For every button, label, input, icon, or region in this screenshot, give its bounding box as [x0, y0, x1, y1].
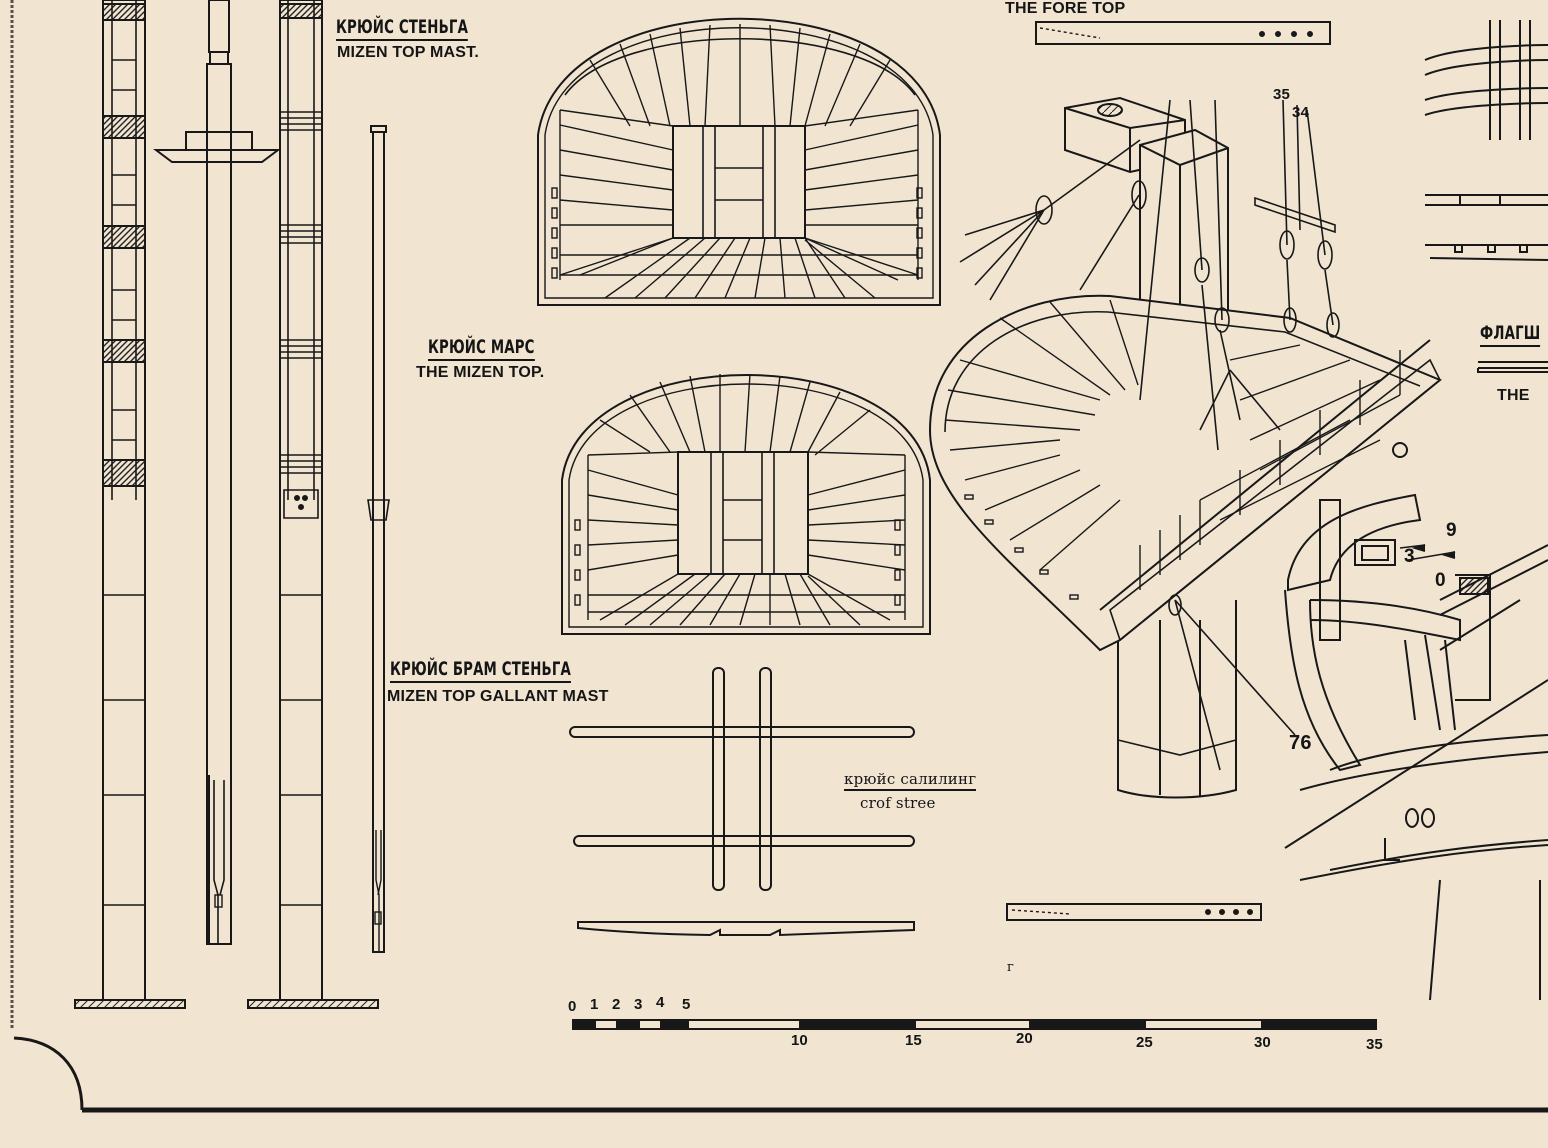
- fore-top-bar-lower: [1006, 903, 1262, 921]
- mizen-top-mast-drawing: [74, 0, 186, 1009]
- scale-tick-30: 30: [1254, 1034, 1271, 1051]
- top-gallant-mast-drawing: [367, 125, 390, 953]
- callout-0: 0: [1435, 570, 1446, 591]
- callout-34: 34: [1292, 104, 1310, 121]
- scale-tick-2: 2: [612, 996, 621, 1013]
- scale-tick-20: 20: [1016, 1030, 1033, 1047]
- mizen-top-mast-title-ru: КРЮЙС СТЕНЬГА: [336, 16, 469, 41]
- scale-tick-0: 0: [568, 998, 577, 1015]
- scale-tick-15: 15: [905, 1032, 922, 1049]
- mast-with-trestle-drawing: [153, 0, 281, 945]
- callout-3: 3: [1404, 546, 1415, 567]
- mizen-topgallant-title-en: MIZEN TOP GALLANT MAST: [387, 688, 609, 705]
- mizen-top-mast-title-en: MIZEN TOP MAST.: [337, 44, 479, 61]
- scale-tick-25: 25: [1136, 1034, 1153, 1051]
- stray-mark: г: [1007, 960, 1015, 975]
- callout-35: 35: [1273, 86, 1291, 103]
- corner-arc: [13, 1036, 84, 1111]
- scale-tick-10: 10: [791, 1032, 808, 1049]
- crosstree-title-en: crof stree: [860, 794, 936, 812]
- crosstree-title-ru: крюйс салилинг: [844, 770, 977, 791]
- crosstree-drawing: [569, 667, 915, 937]
- scale-tick-5: 5: [682, 996, 691, 1013]
- scale-tick-1: 1: [590, 996, 599, 1013]
- fore-top-bar-upper: [1035, 21, 1331, 45]
- scale-tick-4: 4: [656, 994, 665, 1011]
- fore-top-title-en: THE FORE TOP: [1005, 0, 1126, 17]
- scale-tick-35: 35: [1366, 1036, 1383, 1053]
- callout-76: 76: [1289, 732, 1312, 754]
- flag-title-en-partial: THE: [1497, 387, 1530, 404]
- scale-bar: [572, 1019, 1377, 1030]
- fore-top-isometric: [928, 96, 1442, 799]
- mizen-topgallant-title-ru: КРЮЙС БРАМ СТЕНЬГА: [390, 658, 571, 683]
- right-partial-drawings: [1284, 20, 1548, 1001]
- callout-9: 9: [1446, 520, 1457, 541]
- flag-title-ru-partial: ФЛАГШ: [1480, 322, 1541, 347]
- mizen-top-plan-upper: [537, 17, 941, 306]
- scale-tick-3: 3: [634, 996, 643, 1013]
- top-mast-banded-drawing: [247, 0, 379, 1009]
- mizen-top-title-ru: КРЮЙС МАРС: [428, 336, 535, 361]
- mizen-top-title-en: THE MIZEN TOP.: [416, 364, 545, 381]
- mizen-top-plan-lower: [561, 373, 931, 635]
